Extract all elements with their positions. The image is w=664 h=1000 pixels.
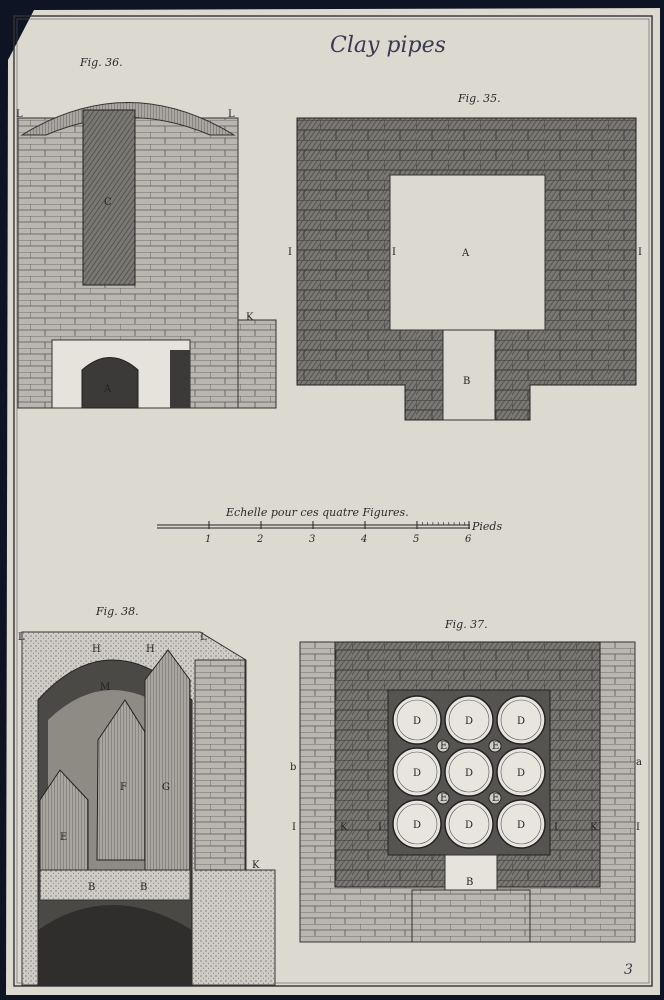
pot-circle	[444, 695, 494, 745]
pot-label: D	[465, 820, 473, 831]
svg-text:I: I	[638, 247, 642, 258]
svg-text:B: B	[466, 877, 473, 888]
pot-circle	[444, 747, 494, 797]
pot-label: D	[517, 820, 525, 831]
scale-tick-label: 4	[360, 534, 367, 545]
svg-text:I: I	[292, 822, 296, 833]
pot-label: D	[413, 820, 421, 831]
svg-text:M: M	[100, 682, 110, 693]
pot-circle	[496, 799, 546, 849]
pot-label: D	[517, 768, 525, 779]
svg-text:L: L	[16, 109, 23, 120]
svg-text:H: H	[146, 644, 155, 655]
scale-tick-label: 6	[465, 534, 472, 545]
svg-text:Fig. 37.: Fig. 37.	[444, 618, 488, 631]
svg-text:B: B	[463, 376, 470, 387]
pot-circle	[392, 799, 442, 849]
flue-circle	[488, 791, 502, 805]
svg-text:K: K	[590, 822, 598, 833]
svg-text:A: A	[461, 248, 470, 259]
svg-text:I: I	[392, 247, 396, 258]
svg-text:Fig. 38.: Fig. 38.	[95, 605, 139, 618]
scale-tick-label: 2	[256, 534, 263, 545]
flue-circle	[436, 791, 450, 805]
pot-circle	[444, 799, 494, 849]
svg-text:E: E	[60, 832, 67, 843]
pot-label: D	[465, 768, 473, 779]
figure-35: Fig. 35. I I A I B	[288, 92, 642, 421]
pot-label: D	[413, 716, 421, 727]
flue-circle	[436, 739, 450, 753]
svg-text:I: I	[378, 822, 382, 833]
figure-37: Fig. 37. D D D D D D D D D E E E E b a I K I I K I B	[290, 618, 642, 943]
pot-label: D	[517, 716, 525, 727]
flue-label: E	[492, 741, 499, 752]
pot-circle	[392, 695, 442, 745]
svg-text:Echelle pour ces quatre Figure: Echelle pour ces quatre Figures.	[225, 506, 409, 519]
flue-label: E	[440, 741, 447, 752]
svg-text:I: I	[636, 822, 640, 833]
svg-text:K: K	[246, 312, 254, 323]
svg-text:I: I	[288, 247, 292, 258]
pot-label: D	[413, 768, 421, 779]
pot-circle	[496, 747, 546, 797]
svg-text:G: G	[162, 782, 170, 793]
svg-text:H: H	[92, 644, 101, 655]
svg-text:K: K	[252, 860, 260, 871]
svg-text:Pieds: Pieds	[471, 520, 502, 533]
flue-label: E	[492, 793, 499, 804]
svg-text:I: I	[554, 822, 558, 833]
svg-text:a: a	[636, 757, 642, 768]
figure-38: Fig. 38. L H H L M F G E K B B	[18, 605, 276, 986]
svg-text:Fig. 35.: Fig. 35.	[457, 92, 501, 105]
pot-label: D	[465, 716, 473, 727]
handwritten-note: Clay pipes	[330, 33, 446, 58]
pot-circle	[496, 695, 546, 745]
svg-text:C: C	[104, 197, 112, 208]
scale-tick-label: 5	[413, 534, 419, 545]
svg-text:L: L	[18, 632, 25, 643]
svg-text:L: L	[228, 109, 235, 120]
flue-label: E	[440, 793, 447, 804]
scale-tick-label: 3	[309, 534, 315, 545]
svg-text:K: K	[340, 822, 348, 833]
svg-text:B: B	[140, 882, 147, 893]
scale-tick-label: 1	[205, 534, 211, 545]
pot-circle	[392, 747, 442, 797]
svg-text:A: A	[103, 384, 112, 395]
flue-circle	[488, 739, 502, 753]
svg-text:L: L	[200, 632, 207, 643]
svg-text:B: B	[88, 882, 95, 893]
plate-frame	[13, 15, 653, 987]
svg-text:F: F	[120, 782, 127, 793]
page-number: 3	[624, 962, 633, 978]
figure-36: Fig. 36. L L C K A	[16, 56, 277, 409]
svg-text:Fig. 36.: Fig. 36.	[79, 56, 123, 69]
svg-text:b: b	[290, 762, 296, 773]
